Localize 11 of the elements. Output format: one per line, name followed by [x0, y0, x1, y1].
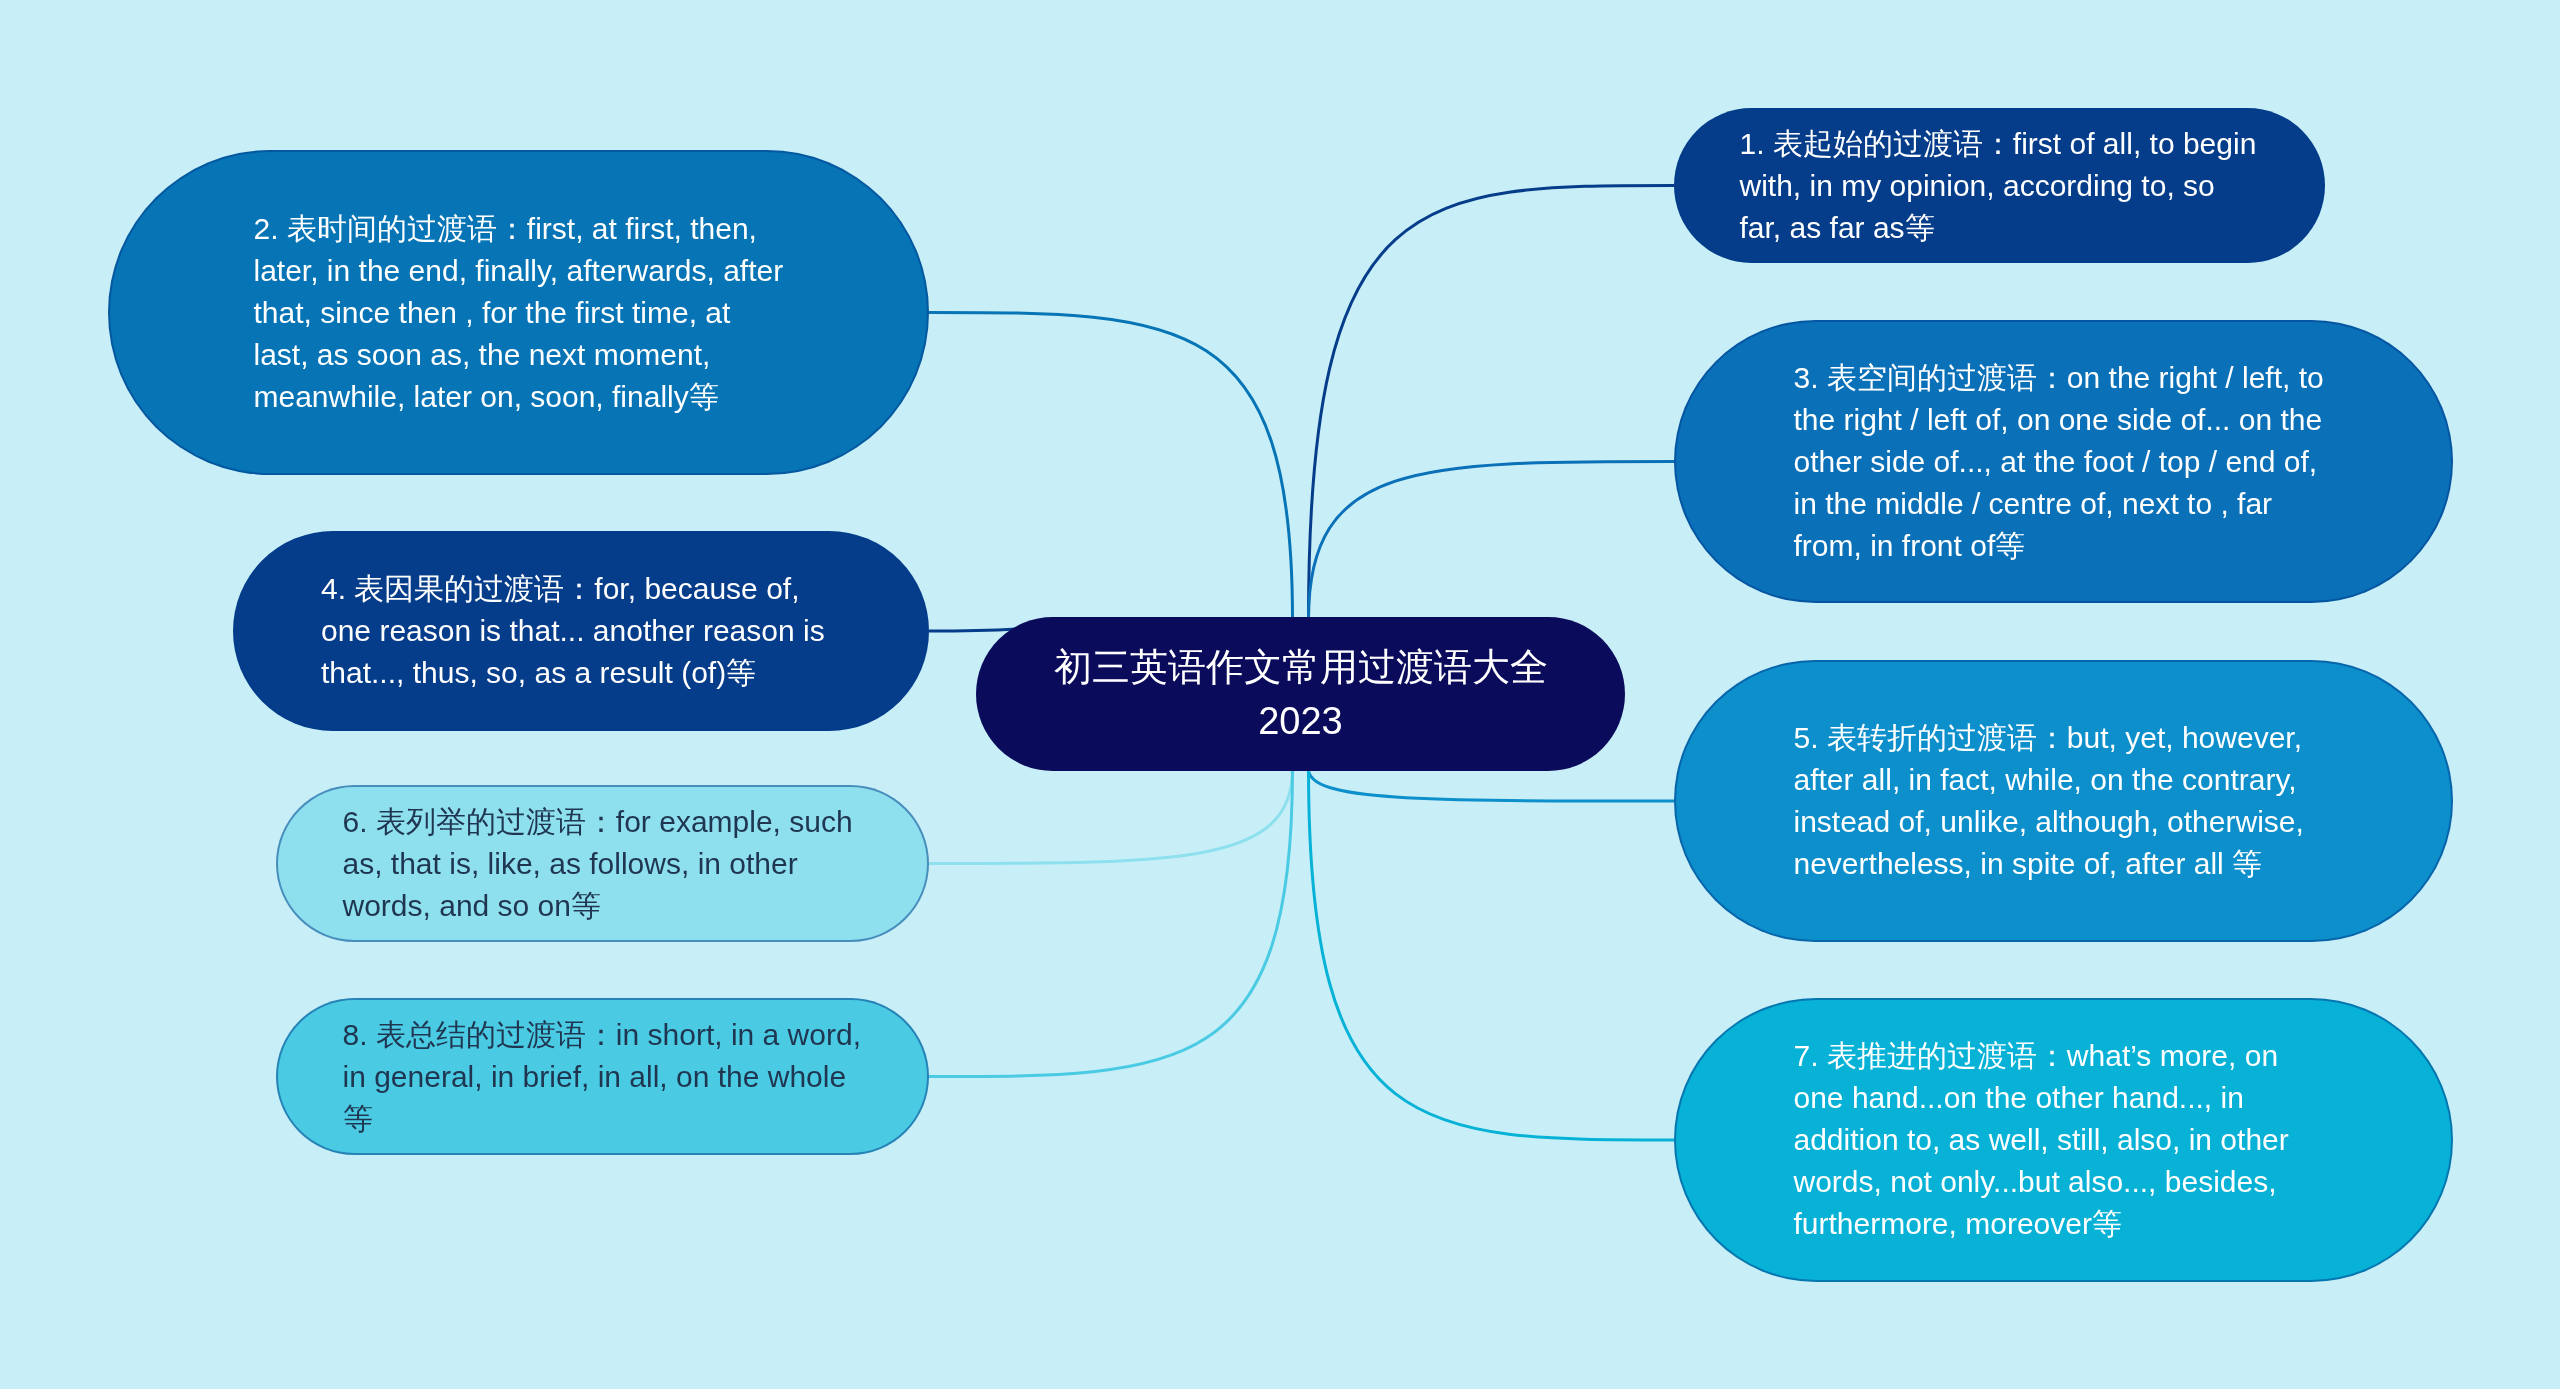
- topic-text: 6. 表列举的过渡语：for example, such as, that is, like, as follows, in other words, and so on等: [342, 803, 854, 924]
- topic-text: 3. 表空间的过渡语：on the right / left, to the right / left of, on one side of... on the other side of..., at the foot / top / end of, in the middle / centre of, next to , far from, in front of等: [1793, 359, 2325, 564]
- topic-text: 4. 表因果的过渡语：for, because of, one reason is that... another reason is that..., thus, so, as a result (of)等: [321, 571, 826, 691]
- topic-text: 1. 表起始的过渡语：first of all, to begin with, in my opinion, according to, so far, as far as等: [1739, 125, 2258, 246]
- connector-line: [929, 311, 1294, 620]
- topic-text: 初三英语作文常用过渡语大全2023: [1052, 645, 1549, 744]
- topic-text: 7. 表推进的过渡语：what’s more, on one hand...on the other hand..., in addition to, as well, still, also, in other words, not only...but also..., besides, furthermore, moreover等: [1793, 1038, 2290, 1242]
- topic-text: 8. 表总结的过渡语：in short, in a word, in general, in brief, in all, on the whole等: [342, 1016, 862, 1137]
- topic-text: 2. 表时间的过渡语：first, at first, then, later, in the end, finally, afterwards, after that, since then , for the first time, at last, as soon as, the next moment, meanwhile, later on, soon, finally等: [253, 210, 784, 415]
- connector-line: [1307, 460, 1674, 620]
- topic-text: 5. 表转折的过渡语：but, yet, however, after all, in fact, while, on the contrary, instead of, unlike, although, otherwise, nevertheless, in spite of, after all 等: [1793, 720, 2305, 882]
